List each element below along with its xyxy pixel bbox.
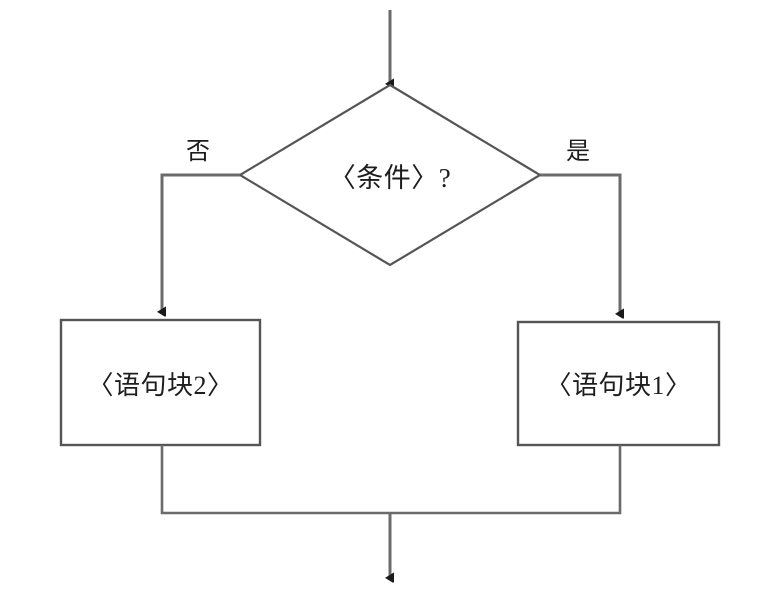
process-block-1-shape — [516, 320, 721, 447]
yes-branch-label: 是 — [566, 139, 590, 165]
no-branch-label: 否 — [186, 139, 210, 165]
merge-edge-right — [390, 445, 622, 515]
process-block-1-label: 〈语句块1〉 — [545, 370, 692, 400]
condition-label: 〈条件〉? — [328, 162, 452, 193]
condition-diamond-shape — [237, 83, 543, 267]
yes-branch-edge — [540, 173, 620, 314]
process-block-2-shape — [59, 318, 262, 447]
merge-edge-left — [160, 445, 390, 515]
no-branch-edge — [162, 173, 240, 312]
process-block-2-label: 〈语句块2〉 — [87, 370, 234, 400]
